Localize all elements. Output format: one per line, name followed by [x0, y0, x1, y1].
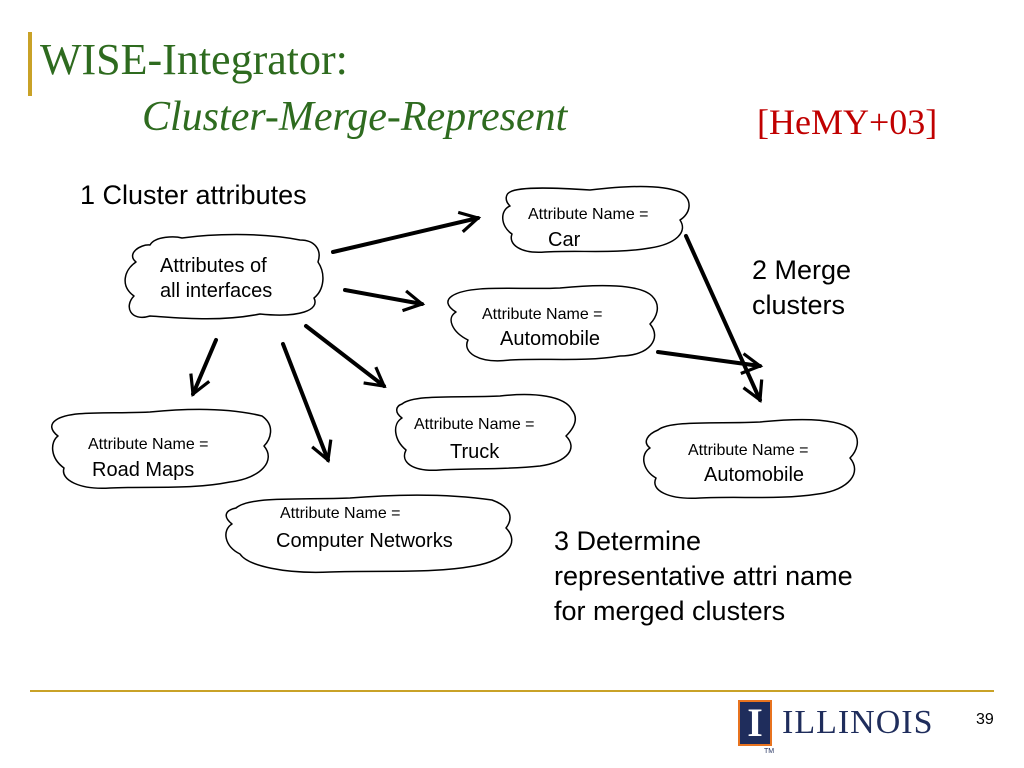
arrow-car-merge — [684, 234, 764, 404]
step-2-line: clusters — [752, 290, 846, 321]
logo-trademark: TM — [764, 748, 775, 755]
node-automobile-label: Attribute Name = — [482, 306, 603, 323]
step-3-line: representative attri name — [554, 561, 853, 592]
arrow-to-computer-networks — [281, 342, 333, 464]
title-accent-bar — [28, 32, 32, 96]
step-1-cluster-attributes: 1 Cluster attributes — [80, 180, 307, 210]
node-all-interfaces-line: all interfaces — [160, 280, 273, 302]
step-2-merge-clusters: 2 Merge clusters — [752, 253, 851, 323]
footer-rule — [30, 690, 994, 692]
step-2-line: 2 Merge — [752, 255, 852, 285]
arrow-to-automobile — [343, 288, 426, 313]
arrow-automobile-merge — [656, 350, 764, 375]
node-road-maps-label: Attribute Name = — [88, 436, 209, 453]
step-3-line: 3 Determine — [554, 526, 702, 556]
node-truck-label: Attribute Name = — [414, 416, 535, 433]
node-car-value: Car — [548, 229, 581, 251]
node-computer-networks-value: Computer Networks — [276, 530, 453, 552]
arrow-to-road-maps — [189, 338, 218, 398]
node-car-label: Attribute Name = — [528, 206, 649, 223]
arrow-to-truck — [304, 324, 387, 389]
arrow-to-car — [331, 210, 482, 254]
node-merged-automobile-value: Automobile — [704, 464, 805, 486]
cluster-diagram — [51, 185, 859, 574]
step-3-line: for merged clusters — [554, 596, 786, 627]
slide-title: WISE-Integrator: — [40, 35, 348, 84]
node-computer-networks-label: Attribute Name = — [280, 505, 401, 522]
logo-monogram: I — [747, 700, 763, 745]
illinois-logo: I ILLINOIS TM — [738, 700, 968, 760]
node-merged-automobile-label: Attribute Name = — [688, 442, 809, 459]
block-i-icon: I — [738, 700, 772, 746]
slide-subtitle: Cluster-Merge-Represent — [142, 94, 568, 140]
step-3-determine-name: 3 Determine representative attri name fo… — [554, 524, 853, 629]
node-road-maps-value: Road Maps — [92, 459, 195, 481]
node-automobile-value: Automobile — [500, 328, 601, 350]
cloud-computer-networks — [225, 494, 513, 574]
citation: [HeMY+03] — [757, 102, 938, 142]
cloud-all-interfaces — [124, 233, 324, 320]
cloud-merged-automobile — [643, 418, 859, 499]
node-all-interfaces: Attributes of all interfaces — [160, 254, 272, 304]
node-all-interfaces-line: Attributes of — [160, 255, 267, 277]
logo-wordmark: ILLINOIS — [782, 704, 934, 741]
cloud-road-maps — [51, 408, 272, 489]
cloud-car — [502, 185, 690, 253]
page-number: 39 — [976, 711, 994, 728]
cloud-truck — [394, 393, 577, 471]
node-truck-value: Truck — [450, 441, 500, 463]
cloud-automobile — [447, 284, 659, 362]
